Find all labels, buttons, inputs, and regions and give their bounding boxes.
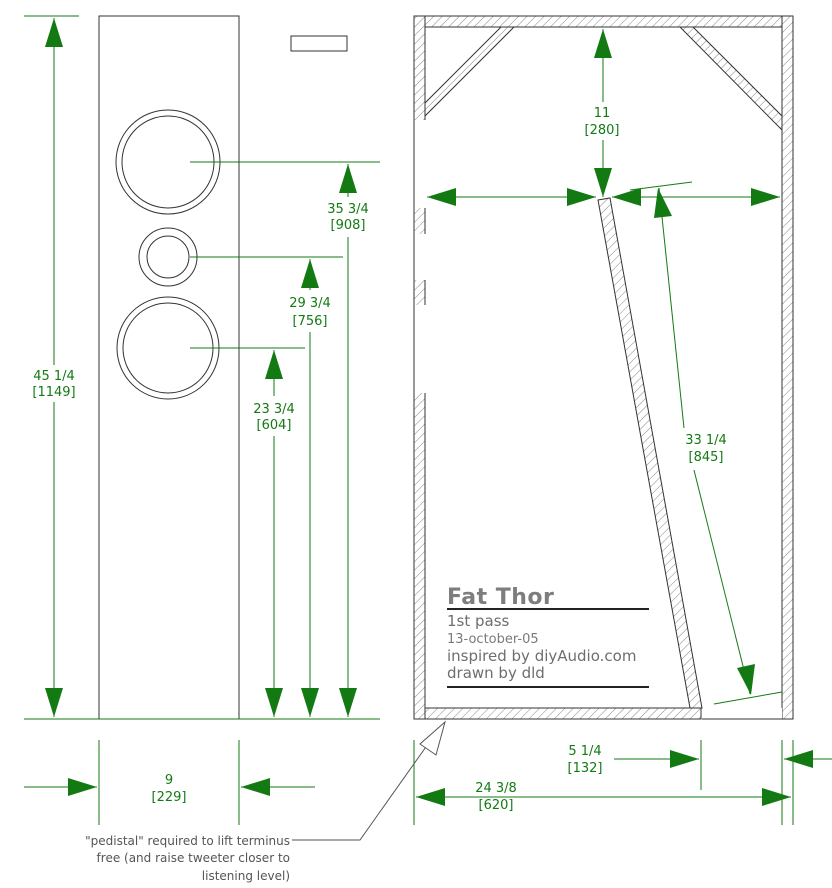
bottom-wall [413, 707, 702, 720]
top-left-brace [424, 26, 516, 118]
pedistal-note: "pedistal" required to lift terminus fre… [85, 720, 446, 883]
mouth-opening [702, 708, 782, 719]
tweeter-inches-label: 29 3/4 [289, 296, 331, 311]
lower-woofer-cutout [413, 305, 426, 393]
lower-woofer-inches-label: 23 3/4 [253, 402, 295, 417]
depth-mm-label: [620] [479, 798, 514, 813]
height-mm-label: [1149] [32, 385, 75, 400]
lower-woofer-dimension: 23 3/4 [604] [253, 350, 295, 717]
upper-woofer-cutout [413, 120, 426, 208]
tweeter-mm-label: [756] [293, 314, 328, 329]
top-wall [413, 15, 794, 28]
height-inches-label: 45 1/4 [33, 369, 75, 384]
divider-length-inches-label: 33 1/4 [685, 433, 727, 448]
title-date: 13-october-05 [447, 632, 539, 647]
top-clearance-mm-label: [280] [585, 123, 620, 138]
right-wall [781, 15, 794, 720]
note-line-2: free (and raise tweeter closer to [97, 851, 290, 865]
top-right-brace [678, 26, 783, 132]
mouth-width-mm-label: [132] [568, 761, 603, 776]
front-view: 45 1/4 [1149] 9 [229] 35 3/4 [908] [24, 15, 380, 825]
upper-woofer-inches-label: 35 3/4 [327, 202, 369, 217]
note-arrowhead [419, 720, 446, 756]
title-name: Fat Thor [447, 585, 554, 610]
upper-woofer-mm-label: [908] [331, 218, 366, 233]
depth-inches-label: 24 3/8 [475, 781, 517, 796]
note-line-1: "pedistal" required to lift terminus [85, 834, 290, 848]
title-drawn: drawn by dld [447, 664, 545, 682]
side-view: 11 [280] 33 1/4 [845] [413, 15, 832, 825]
title-subtitle: 1st pass [447, 612, 510, 630]
tweeter [138, 227, 198, 287]
divider-length-mm-label: [845] [689, 450, 724, 465]
internal-divider [597, 197, 703, 709]
note-leader [292, 743, 429, 841]
title-block: Fat Thor 1st pass 13-october-05 inspired… [447, 585, 649, 688]
height-dimension: 45 1/4 [1149] [32, 18, 76, 717]
width-mm-label: [229] [152, 790, 187, 805]
divider-length-dimension: 33 1/4 [845] [629, 181, 783, 705]
depth-dimension: 24 3/8 [620] [413, 740, 794, 825]
tweeter-cutout [413, 234, 426, 280]
upper-woofer-dimension: 35 3/4 [908] [327, 164, 369, 717]
mouth-width-inches-label: 5 1/4 [568, 744, 601, 759]
width-dimension: 9 [229] [24, 773, 315, 805]
lower-woofer-mm-label: [604] [257, 418, 292, 433]
front-baffle [98, 15, 240, 720]
terminal-plate [290, 35, 348, 52]
note-line-3: listening level) [202, 869, 290, 883]
top-clearance-inches-label: 11 [594, 106, 611, 121]
mouth-width-dimension: 5 1/4 [132] [568, 740, 832, 825]
divider-top-dimension [427, 188, 780, 206]
tweeter-dimension: 29 3/4 [756] [289, 259, 331, 717]
width-inches-label: 9 [165, 773, 173, 788]
top-clearance-dimension: 11 [280] [585, 29, 620, 197]
title-inspired: inspired by diyAudio.com [447, 647, 636, 665]
